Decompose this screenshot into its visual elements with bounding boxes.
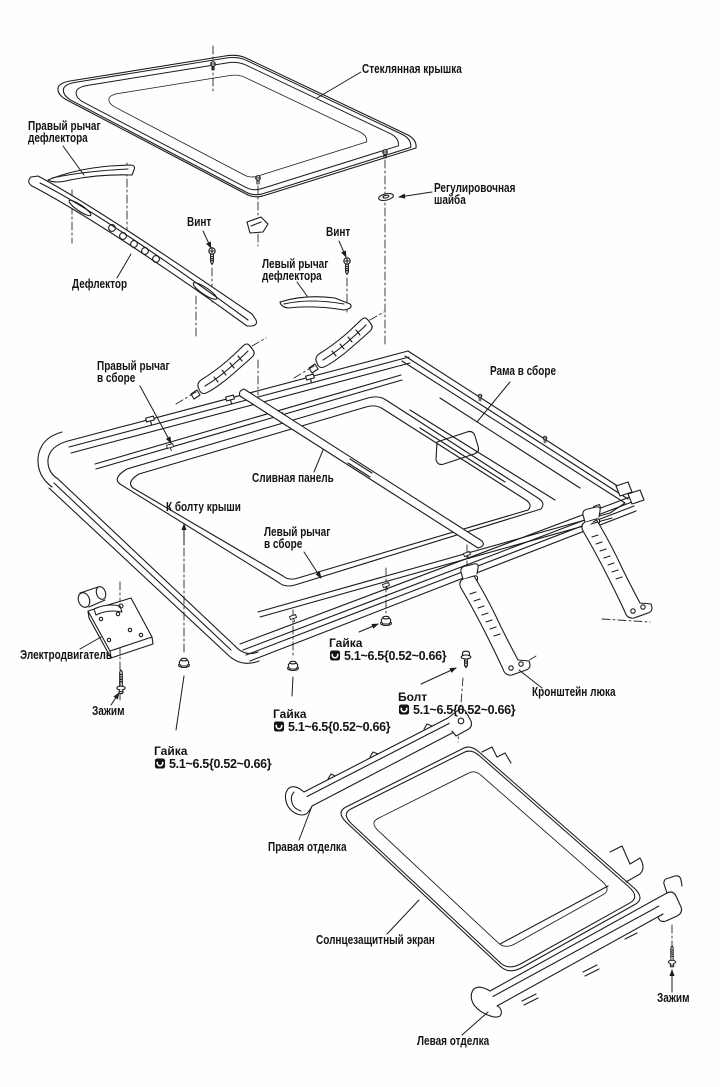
left-lever-assembly-drawing <box>308 317 373 374</box>
nut-torque-spec: 5.1~6.5{0.52~0.66} <box>344 649 447 663</box>
right-trim-drawing <box>284 708 473 816</box>
label-frame-assembly: Рама в сборе <box>490 364 557 378</box>
label-glass-cover: Стеклянная крышка <box>362 62 462 76</box>
torque-spec-icon <box>154 758 166 769</box>
adjusting-washer-drawing <box>377 191 395 203</box>
clamp-right-icon <box>667 945 677 968</box>
torque-spec-icon <box>329 650 341 661</box>
label-bolt: Болт 5.1~6.5{0.52~0.66} <box>398 679 516 728</box>
label-right-lever-assembly: Правый рычаг в сборе <box>97 359 170 385</box>
label-adjusting-washer: Регулировочная шайба <box>434 181 516 207</box>
deflector-drawing <box>28 175 258 327</box>
bolt-torque-spec: 5.1~6.5{0.52~0.66} <box>413 703 516 717</box>
label-screw-right: Винт <box>326 225 351 239</box>
glass-cover-drawing <box>57 54 417 234</box>
label-to-roof-bolt: К болту крыши <box>166 500 241 514</box>
label-hatch-bracket: Кронштейн люка <box>532 685 616 699</box>
torque-spec-icon <box>398 704 410 715</box>
screw-right-icon <box>343 257 351 276</box>
label-nut-middle: Гайка 5.1~6.5{0.52~0.66} <box>273 696 391 745</box>
label-nut-center: Гайка 5.1~6.5{0.52~0.66} <box>154 733 272 782</box>
right-deflector-lever-drawing <box>47 164 136 183</box>
label-right-deflector-lever: Правый рычаг дефлектора <box>28 119 101 145</box>
label-screw-left: Винт <box>187 215 212 229</box>
left-trim-drawing <box>470 875 683 1018</box>
nut-torque-spec: 5.1~6.5{0.52~0.66} <box>288 720 391 734</box>
sunshade-screen-drawing <box>340 746 644 972</box>
label-left-lever-assembly: Левый рычаг в сборе <box>264 525 331 551</box>
bolt-icon <box>460 650 472 669</box>
label-deflector: Дефлектор <box>72 277 128 291</box>
nut-name: Гайка <box>329 636 363 650</box>
label-sunshade-screen: Солнцезащитный экран <box>316 933 435 947</box>
center-lines <box>71 45 673 948</box>
left-deflector-lever-drawing <box>279 296 352 311</box>
clamp-left-icon <box>116 669 126 695</box>
nut-torque-spec: 5.1~6.5{0.52~0.66} <box>169 757 272 771</box>
nut-name: Гайка <box>273 707 307 721</box>
label-left-deflector-lever: Левый рычаг дефлектора <box>262 257 329 283</box>
label-left-trim: Левая отделка <box>417 1034 490 1048</box>
label-drain-panel: Сливная панель <box>252 471 334 485</box>
label-nut-right: Гайка 5.1~6.5{0.52~0.66} <box>329 625 447 674</box>
leader-lines <box>62 71 675 1036</box>
nut-center-icon <box>178 657 190 669</box>
screw-left-icon <box>208 247 216 266</box>
bolt-name: Болт <box>398 690 428 704</box>
label-electric-motor: Электродвигатель <box>20 648 112 662</box>
label-clamp-right: Зажим <box>657 991 690 1005</box>
electric-motor-drawing <box>77 586 154 659</box>
label-right-trim: Правая отделка <box>268 840 347 854</box>
label-clamp-left: Зажим <box>92 704 125 718</box>
drain-panel-drawing <box>238 388 484 549</box>
nut-middle-icon <box>287 660 299 672</box>
nut-name: Гайка <box>154 744 188 758</box>
frame-assembly-drawing <box>37 350 645 664</box>
torque-spec-icon <box>273 721 285 732</box>
